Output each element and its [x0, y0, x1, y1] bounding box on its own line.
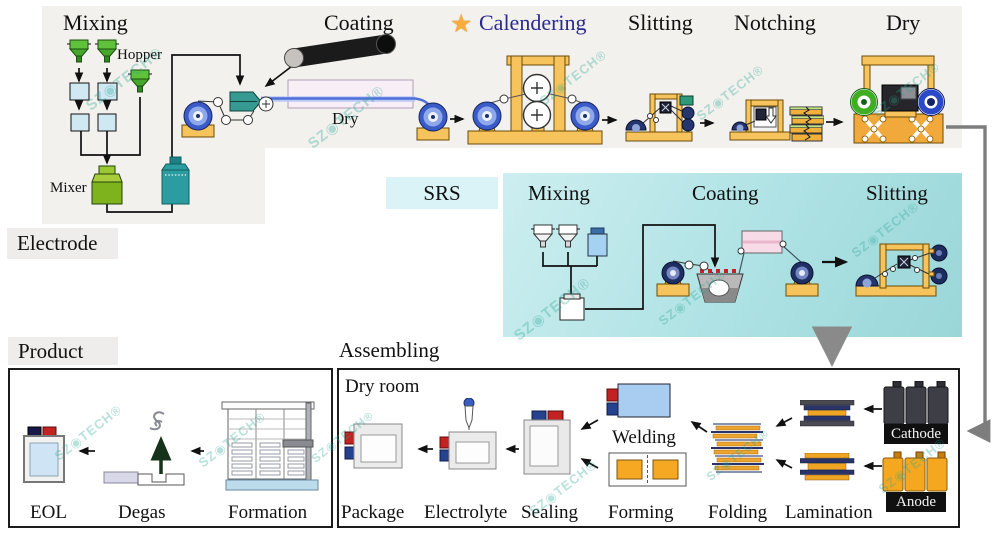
- srs-step-label-slitting: Slitting: [866, 181, 928, 205]
- folding-stack: [711, 423, 764, 473]
- conveyor-belt-icon: [284, 34, 396, 68]
- product-step-label-eol: EOL: [30, 502, 67, 523]
- slitting-machine: [625, 93, 695, 142]
- srs-label-text: SRS: [423, 180, 461, 205]
- degas-station: [103, 411, 185, 486]
- step-label-mixing: Mixing: [63, 10, 128, 35]
- formation-rack: [221, 401, 319, 491]
- electrode-section-label: Electrode: [7, 228, 118, 259]
- coating-tank: [696, 273, 744, 303]
- gas-squiggle: [149, 411, 165, 431]
- notched-sheet-stack: [789, 106, 824, 142]
- product-section-label: Product: [8, 337, 118, 365]
- srs-step-label-coating: Coating: [692, 181, 759, 205]
- product-step-label-degas: Degas: [118, 502, 166, 523]
- step-label-slitting: Slitting: [628, 10, 693, 35]
- star-icon: ★: [450, 11, 473, 38]
- coating-die: [229, 91, 262, 112]
- assembling-step-label-folding: Folding: [708, 502, 768, 523]
- product-step-label-formation: Formation: [228, 502, 308, 523]
- dry-oven-label: Dry: [332, 109, 359, 128]
- press-roll-bottom: [522, 100, 552, 130]
- anode-rolls: [882, 451, 948, 492]
- dry-room-label: Dry room: [345, 376, 420, 397]
- product-label-text: Product: [18, 338, 84, 363]
- package-cell: [344, 423, 403, 469]
- electrode-label-text: Electrode: [17, 231, 98, 255]
- anode-label-chip: Anode: [886, 492, 946, 512]
- assembling-step-label-lamination: Lamination: [785, 502, 873, 523]
- cathode-label-text: Cathode: [891, 425, 941, 442]
- press-roll-top: [522, 73, 552, 103]
- hopper-label: Hopper: [117, 47, 162, 63]
- lamination-anode-stack: [800, 453, 855, 481]
- welding-cell: [606, 383, 671, 418]
- srs-section-label: SRS: [386, 177, 498, 209]
- dry-oven-box: [287, 79, 414, 109]
- anode-label-text: Anode: [896, 493, 936, 510]
- sealing-cell: [523, 410, 571, 475]
- assembling-step-label-package: Package: [341, 502, 405, 523]
- mixer-label: Mixer: [50, 180, 87, 196]
- srs-step-label-mixing: Mixing: [528, 181, 590, 205]
- srs-slitting-machine: [855, 243, 948, 297]
- step-label-calendering: Calendering: [479, 10, 587, 35]
- slurry-tank: [161, 156, 190, 205]
- electrolyte-filling-cell: [439, 398, 497, 470]
- lamination-cathode-stack: [800, 400, 855, 427]
- step-label-coating: Coating: [324, 10, 394, 35]
- coating-machine: [181, 34, 450, 141]
- srs-mixing-machine: [530, 224, 608, 321]
- forming-pouch: [608, 452, 687, 487]
- assembling-section-label: Assembling: [339, 338, 440, 362]
- assembling-step-label-electrolyte: Electrolyte: [424, 502, 508, 523]
- step-label-dry: Dry: [886, 10, 921, 35]
- green-roll: [850, 88, 878, 116]
- calendering-machine: [467, 55, 603, 145]
- cathode-rolls: [883, 381, 949, 425]
- plus-roller: [258, 96, 274, 112]
- electrolyte-dropper: [463, 398, 475, 435]
- assembling-step-label-forming: Forming: [608, 502, 674, 523]
- vacuum-dry-machine: [850, 55, 945, 144]
- srs-coating-machine: [656, 230, 819, 303]
- blue-roll: [917, 88, 945, 116]
- rewind-rolls: [928, 244, 948, 285]
- notching-machine: [729, 99, 824, 142]
- assembling-step-label-sealing: Sealing: [521, 502, 578, 523]
- welding-label: Welding: [612, 427, 676, 448]
- step-label-notching: Notching: [734, 10, 816, 35]
- mixer-vessel: [91, 165, 123, 205]
- cathode-label-chip: Cathode: [884, 424, 948, 444]
- eol-cell: [23, 426, 65, 483]
